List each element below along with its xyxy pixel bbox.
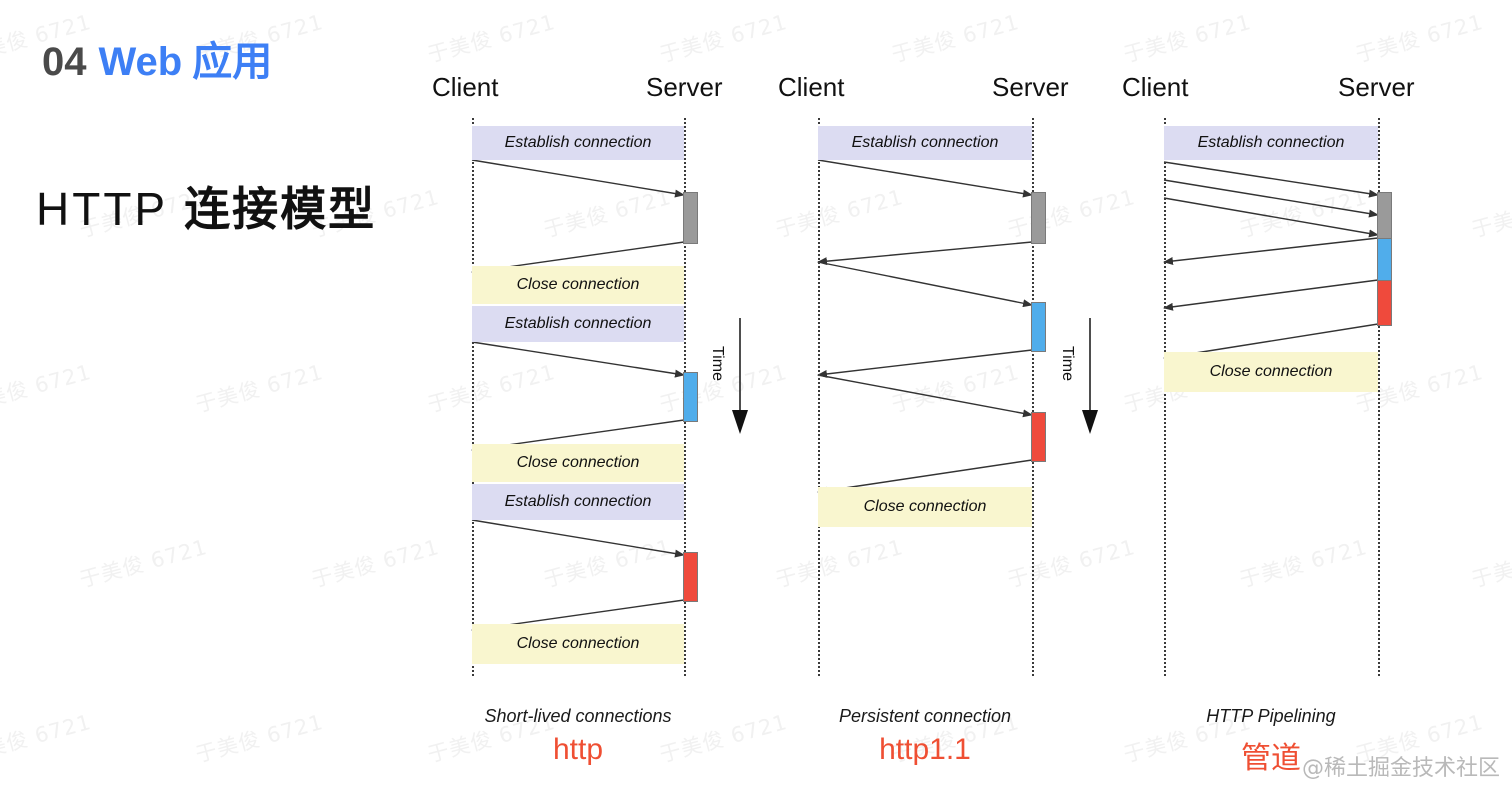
request-arrow	[471, 341, 685, 378]
response-arrow	[1163, 237, 1379, 265]
band-close: Close connection	[1164, 352, 1378, 392]
server-processing-bar-blue	[1031, 302, 1046, 352]
lifeline-client	[472, 118, 474, 676]
band-establish: Establish connection	[472, 484, 684, 520]
kicker-latin: Web	[98, 40, 183, 84]
panel-header-client: Client	[778, 72, 845, 102]
band-establish: Establish connection	[472, 306, 684, 342]
band-close: Close connection	[472, 444, 684, 482]
server-processing-bar-red	[683, 552, 698, 602]
caption-protocol-tag: 管道	[1241, 742, 1301, 775]
caption-title: Persistent connection	[838, 706, 1012, 726]
panel-caption-persistent: Persistent connection http1.1	[758, 706, 1092, 767]
caption-protocol-tag: http1.1	[879, 733, 971, 766]
server-processing-bar-gray	[683, 192, 698, 244]
band-establish: Establish connection	[1164, 126, 1378, 160]
server-processing-bar-red	[1031, 412, 1046, 462]
page-title: HTTP 连接模型	[36, 186, 376, 232]
caption-title: Short-lived connections	[484, 706, 672, 726]
request-arrow	[1163, 179, 1379, 218]
time-axis-label: Time	[1059, 346, 1076, 381]
lifeline-server	[1032, 118, 1034, 676]
kicker-number: 04	[42, 40, 87, 84]
response-arrow	[817, 241, 1033, 266]
panel-header-client: Client	[1122, 72, 1189, 102]
caption-title: HTTP Pipelining	[1206, 706, 1336, 726]
lifeline-client	[1164, 118, 1166, 676]
panel-caption-pipelining: HTTP Pipelining 管道	[1104, 706, 1438, 777]
request-arrow	[471, 519, 685, 558]
page-title-latin: HTTP	[36, 183, 169, 235]
panel-caption-short-lived: Short-lived connections http	[412, 706, 744, 767]
band-establish: Establish connection	[472, 126, 684, 160]
lifeline-client	[818, 118, 820, 676]
band-establish: Establish connection	[818, 126, 1032, 160]
response-arrow	[1163, 279, 1379, 311]
request-arrow	[1163, 197, 1379, 238]
band-close: Close connection	[472, 624, 684, 664]
time-axis-arrowhead	[732, 410, 748, 434]
band-close: Close connection	[472, 266, 684, 304]
time-axis-label: Time	[709, 346, 726, 381]
caption-protocol-tag: http	[552, 733, 604, 766]
request-arrow	[817, 261, 1033, 308]
server-processing-bar-blue	[1377, 238, 1392, 282]
server-processing-bar-red	[1377, 280, 1392, 326]
request-arrow	[471, 159, 685, 198]
response-arrow	[817, 349, 1033, 378]
panel-header-client: Client	[432, 72, 499, 102]
server-processing-bar-blue	[683, 372, 698, 422]
request-arrow	[817, 374, 1033, 418]
site-watermark: @稀土掘金技术社区	[1301, 756, 1500, 781]
band-close: Close connection	[818, 487, 1032, 527]
lifeline-server	[1378, 118, 1380, 676]
request-arrow	[817, 159, 1033, 198]
server-processing-bar-gray	[1377, 192, 1392, 240]
time-axis-arrowhead	[1082, 410, 1098, 434]
server-processing-bar-gray	[1031, 192, 1046, 244]
page-title-cn: 连接模型	[184, 183, 377, 235]
request-arrow	[1163, 161, 1379, 198]
kicker-cn: 应用	[192, 40, 273, 84]
response-arrow	[817, 459, 1033, 495]
